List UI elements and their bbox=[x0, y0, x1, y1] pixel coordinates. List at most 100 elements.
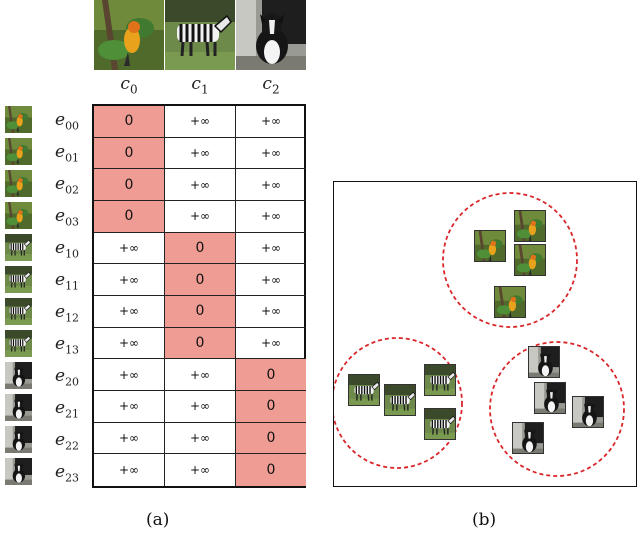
zebra-icon bbox=[425, 365, 456, 396]
matrix-cell: 0 bbox=[236, 422, 306, 455]
row-label: e13 bbox=[55, 334, 80, 357]
matrix-cell: +∞ bbox=[236, 328, 306, 360]
matrix-cell: +∞ bbox=[165, 359, 236, 392]
row-label: e12 bbox=[55, 302, 80, 325]
matrix-cell: 0 bbox=[236, 359, 306, 392]
row-label: e03 bbox=[55, 206, 80, 229]
column-label-c1: c1 bbox=[191, 74, 209, 97]
matrix-cell: 0 bbox=[236, 454, 306, 487]
matrix-cell: +∞ bbox=[94, 327, 165, 360]
dog-icon bbox=[5, 426, 32, 453]
row-thumbnail bbox=[5, 426, 32, 453]
dog-icon bbox=[529, 347, 560, 378]
matrix-cell: +∞ bbox=[165, 391, 236, 423]
column-label-c2: c2 bbox=[262, 74, 280, 97]
row-thumbnail bbox=[5, 202, 32, 229]
matrix-cell: +∞ bbox=[236, 138, 306, 170]
matrix-cell: +∞ bbox=[236, 233, 306, 265]
class-image-dog bbox=[236, 0, 306, 70]
dog-cluster-item bbox=[534, 382, 566, 414]
matrix-cell: 0 bbox=[94, 201, 165, 233]
matrix-cell: +∞ bbox=[236, 296, 306, 328]
matrix-cell: +∞ bbox=[94, 391, 165, 423]
matrix-cell: 0 bbox=[165, 232, 236, 265]
matrix-cell: +∞ bbox=[94, 296, 165, 328]
matrix-cell: +∞ bbox=[236, 106, 306, 138]
zebra-cluster-item bbox=[348, 374, 380, 406]
matrix-cell: 0 bbox=[94, 106, 165, 138]
zebra-cluster-item bbox=[424, 364, 456, 396]
zebra-icon bbox=[5, 266, 32, 293]
matrix-cell: +∞ bbox=[165, 169, 236, 201]
bird-icon bbox=[94, 0, 164, 70]
matrix-cell: +∞ bbox=[94, 422, 165, 455]
row-thumbnail bbox=[5, 298, 32, 325]
matrix-cell: 0 bbox=[94, 137, 165, 170]
cluster-circles bbox=[334, 192, 625, 477]
row-thumbnail bbox=[5, 106, 32, 133]
matrix-cell: +∞ bbox=[236, 264, 306, 296]
cluster-panel bbox=[333, 181, 637, 487]
matrix-cell: +∞ bbox=[165, 422, 236, 455]
column-label-c0: c0 bbox=[120, 74, 138, 97]
dog-icon bbox=[513, 423, 544, 454]
dog-icon bbox=[5, 394, 32, 421]
class-image-zebra bbox=[165, 0, 235, 70]
bird-icon bbox=[495, 287, 526, 318]
bird-cluster-item bbox=[514, 244, 546, 276]
bird-cluster-item bbox=[494, 286, 526, 318]
matrix-cell: +∞ bbox=[165, 106, 236, 138]
matrix-cell: +∞ bbox=[165, 137, 236, 170]
matrix-cell: 0 bbox=[236, 391, 306, 423]
zebra-cluster-item bbox=[384, 384, 416, 416]
bird-cluster-item bbox=[474, 230, 506, 262]
bird-cluster-item bbox=[514, 210, 546, 242]
row-thumbnail bbox=[5, 362, 32, 389]
class-image-bird bbox=[94, 0, 164, 70]
matrix-cell: 0 bbox=[94, 169, 165, 201]
matrix-cell: +∞ bbox=[94, 454, 165, 487]
row-thumbnail bbox=[5, 138, 32, 165]
bird-icon bbox=[5, 138, 32, 165]
zebra-icon bbox=[5, 298, 32, 325]
row-label: e11 bbox=[55, 270, 80, 293]
zebra-icon bbox=[5, 234, 32, 261]
row-label: e23 bbox=[55, 462, 80, 485]
dog-cluster-item bbox=[528, 346, 560, 378]
caption-a: (a) bbox=[146, 510, 170, 530]
row-thumbnail bbox=[5, 394, 32, 421]
matrix-cell: 0 bbox=[165, 296, 236, 328]
dog-cluster-circle bbox=[489, 341, 625, 477]
zebra-icon bbox=[5, 330, 32, 357]
matrix-cell: +∞ bbox=[165, 201, 236, 233]
bird-icon bbox=[515, 245, 546, 276]
dog-icon bbox=[5, 362, 32, 389]
row-label: e20 bbox=[55, 366, 80, 389]
row-label: e01 bbox=[55, 142, 80, 165]
row-thumbnail bbox=[5, 266, 32, 293]
bird-icon bbox=[515, 211, 546, 242]
bird-cluster-circle bbox=[442, 192, 578, 328]
matrix-cell: +∞ bbox=[94, 264, 165, 296]
matrix-cell: +∞ bbox=[94, 232, 165, 265]
zebra-icon bbox=[349, 375, 380, 406]
dog-cluster-item bbox=[572, 396, 604, 428]
dog-icon bbox=[535, 383, 566, 414]
zebra-icon bbox=[385, 385, 416, 416]
row-label: e00 bbox=[55, 110, 80, 133]
row-label: e02 bbox=[55, 174, 80, 197]
row-thumbnail bbox=[5, 170, 32, 197]
bird-icon bbox=[5, 202, 32, 229]
dog-icon bbox=[5, 458, 32, 485]
zebra-icon bbox=[425, 409, 456, 440]
matrix-cell: 0 bbox=[165, 264, 236, 296]
bird-icon bbox=[5, 106, 32, 133]
bird-icon bbox=[5, 170, 32, 197]
row-thumbnail bbox=[5, 458, 32, 485]
dog-cluster-item bbox=[512, 422, 544, 454]
bird-icon bbox=[475, 231, 506, 262]
row-thumbnail bbox=[5, 330, 32, 357]
zebra-cluster-item bbox=[424, 408, 456, 440]
zebra-cluster-circle bbox=[334, 337, 463, 469]
row-label: e21 bbox=[55, 398, 80, 421]
